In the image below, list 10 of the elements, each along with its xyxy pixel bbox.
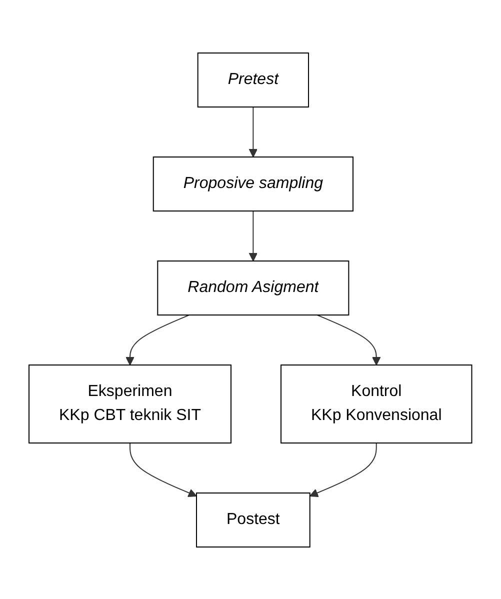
arrow xyxy=(126,314,190,365)
node-box: Eksperimen KKp CBT teknik SIT xyxy=(28,364,232,443)
arrow xyxy=(130,442,198,497)
node-box: Postest xyxy=(196,492,310,547)
arrow xyxy=(310,442,377,497)
node-box: Kontrol KKp Konvensional xyxy=(280,364,472,443)
arrow xyxy=(316,314,381,365)
node-box: Proposive sampling xyxy=(153,156,354,211)
arrow xyxy=(248,210,258,261)
arrow xyxy=(248,106,258,157)
